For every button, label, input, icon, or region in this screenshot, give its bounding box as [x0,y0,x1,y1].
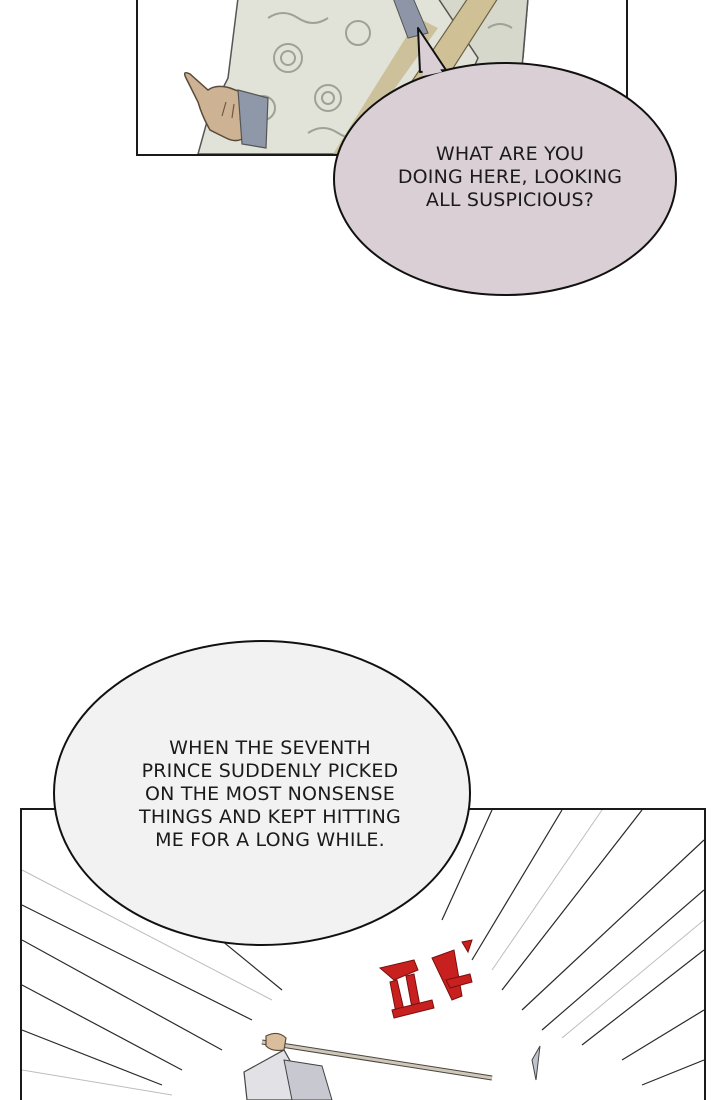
speech-bubble-top [333,27,677,296]
speech-bubble-top-text: WHAT ARE YOU DOING HERE, LOOKING ALL SUS… [360,143,660,212]
impact-sfx-red [378,939,473,1019]
bubble-line: WHAT ARE YOU [435,143,585,165]
bubble-line: THINGS AND KEPT HITTING [139,806,401,828]
speech-bubble-bottom-text: WHEN THE SEVENTH PRINCE SUDDENLY PICKED … [110,737,430,852]
bubble-line: WHEN THE SEVENTH [169,737,371,759]
bubble-line: DOING HERE, LOOKING [397,166,623,188]
bubble-line: PRINCE SUDDENLY PICKED [141,760,399,782]
bubble-line: ME FOR A LONG WHILE. [155,829,385,851]
speech-bubble-bottom [53,640,471,946]
bubble-line: ALL SUSPICIOUS? [425,189,595,211]
bubble-line: ON THE MOST NONSENSE [145,783,395,805]
